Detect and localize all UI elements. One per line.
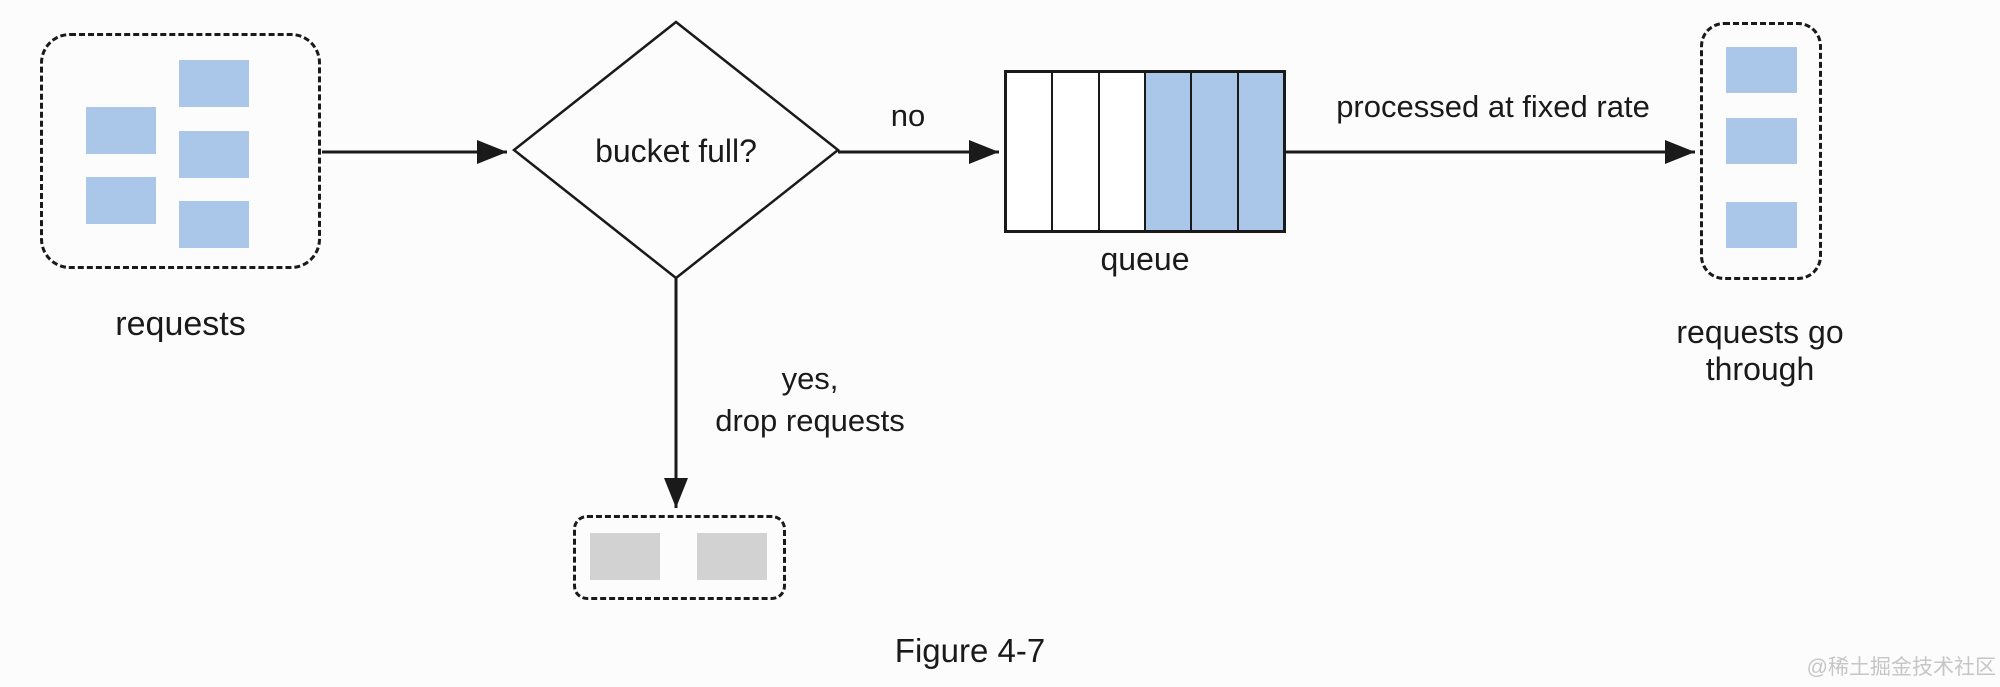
processed-rate-label: processed at fixed rate	[1336, 89, 1650, 124]
request-item	[179, 131, 249, 178]
queue-cell	[1236, 73, 1283, 230]
request-item	[179, 60, 249, 107]
outgoing-requests-label-line2: through	[1705, 351, 1815, 387]
decision-label: bucket full?	[595, 133, 757, 169]
queue-cell	[1097, 73, 1144, 230]
incoming-requests-box	[40, 33, 321, 269]
queue-cell	[1143, 73, 1191, 230]
yes-branch-label: yes, drop requests	[680, 358, 940, 442]
queue-cell	[1007, 73, 1052, 230]
yes-branch-label-line2: drop requests	[715, 403, 905, 438]
request-item	[86, 177, 156, 224]
request-item	[179, 201, 249, 248]
request-item	[86, 107, 156, 154]
dropped-requests-box	[573, 515, 786, 600]
request-item	[1726, 202, 1797, 248]
request-item	[1726, 47, 1797, 93]
outgoing-requests-box	[1700, 22, 1822, 280]
figure-caption: Figure 4-7	[894, 632, 1046, 669]
queue-box	[1004, 70, 1286, 233]
dropped-request-item	[590, 533, 660, 580]
queue-cell	[1051, 73, 1098, 230]
no-branch-label: no	[890, 98, 926, 133]
incoming-requests-label: requests	[115, 305, 246, 343]
outgoing-requests-label-line1: requests go	[1676, 314, 1844, 350]
yes-branch-label-line1: yes,	[781, 361, 839, 396]
outgoing-requests-label: requests go through	[1650, 314, 1870, 388]
watermark: @稀土掘金技术社区	[1806, 656, 1996, 679]
decision-diamond	[511, 20, 841, 280]
request-item	[1726, 118, 1797, 164]
queue-cell	[1190, 73, 1237, 230]
dropped-request-item	[697, 533, 767, 580]
queue-label: queue	[1100, 241, 1190, 277]
